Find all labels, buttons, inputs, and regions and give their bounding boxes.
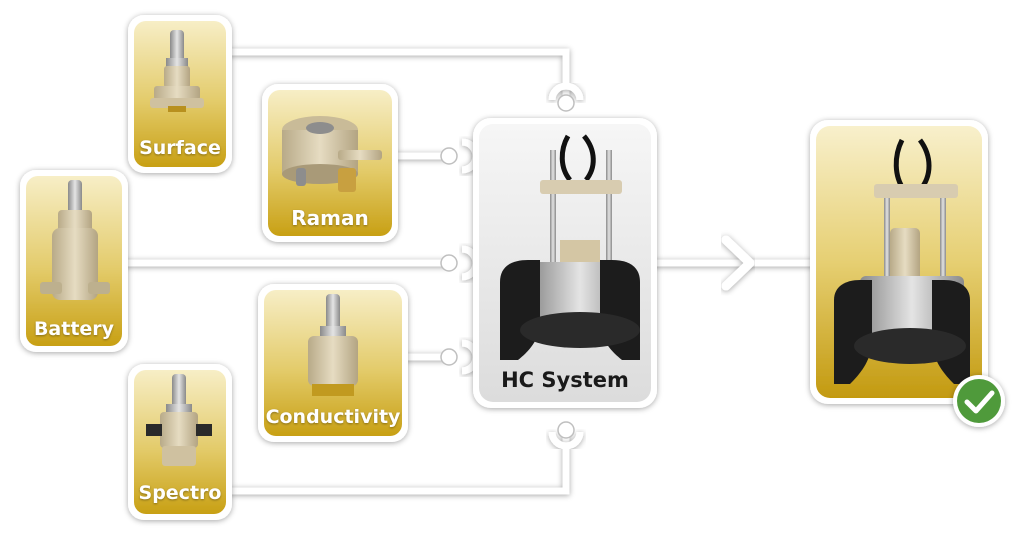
- port-conductivity-icon: [440, 339, 480, 375]
- raman-device-icon: [282, 116, 382, 192]
- port-top-icon: [548, 82, 584, 112]
- port-raman-icon: [440, 138, 480, 174]
- result-device-icon: [834, 138, 970, 384]
- surface-device-icon: [150, 30, 204, 112]
- raman-label: Raman: [291, 206, 369, 230]
- port-battery-icon: [440, 245, 480, 281]
- surface-label: Surface: [139, 137, 221, 159]
- hc-system-device-icon: [500, 134, 640, 360]
- conductivity-label: Conductivity: [265, 406, 401, 428]
- connector-spectro: [228, 428, 570, 495]
- spectro-label: Spectro: [138, 482, 222, 504]
- conductivity-device-icon: [308, 294, 358, 396]
- checkmark-icon: [953, 375, 1005, 427]
- output-arrow-icon: [721, 235, 755, 291]
- spectro-device-icon: [146, 374, 212, 466]
- battery-device-icon: [40, 180, 110, 300]
- hc-system-label: HC System: [501, 368, 629, 392]
- port-bottom-icon: [548, 421, 584, 450]
- hub-ports: [440, 82, 584, 450]
- battery-label: Battery: [33, 318, 115, 340]
